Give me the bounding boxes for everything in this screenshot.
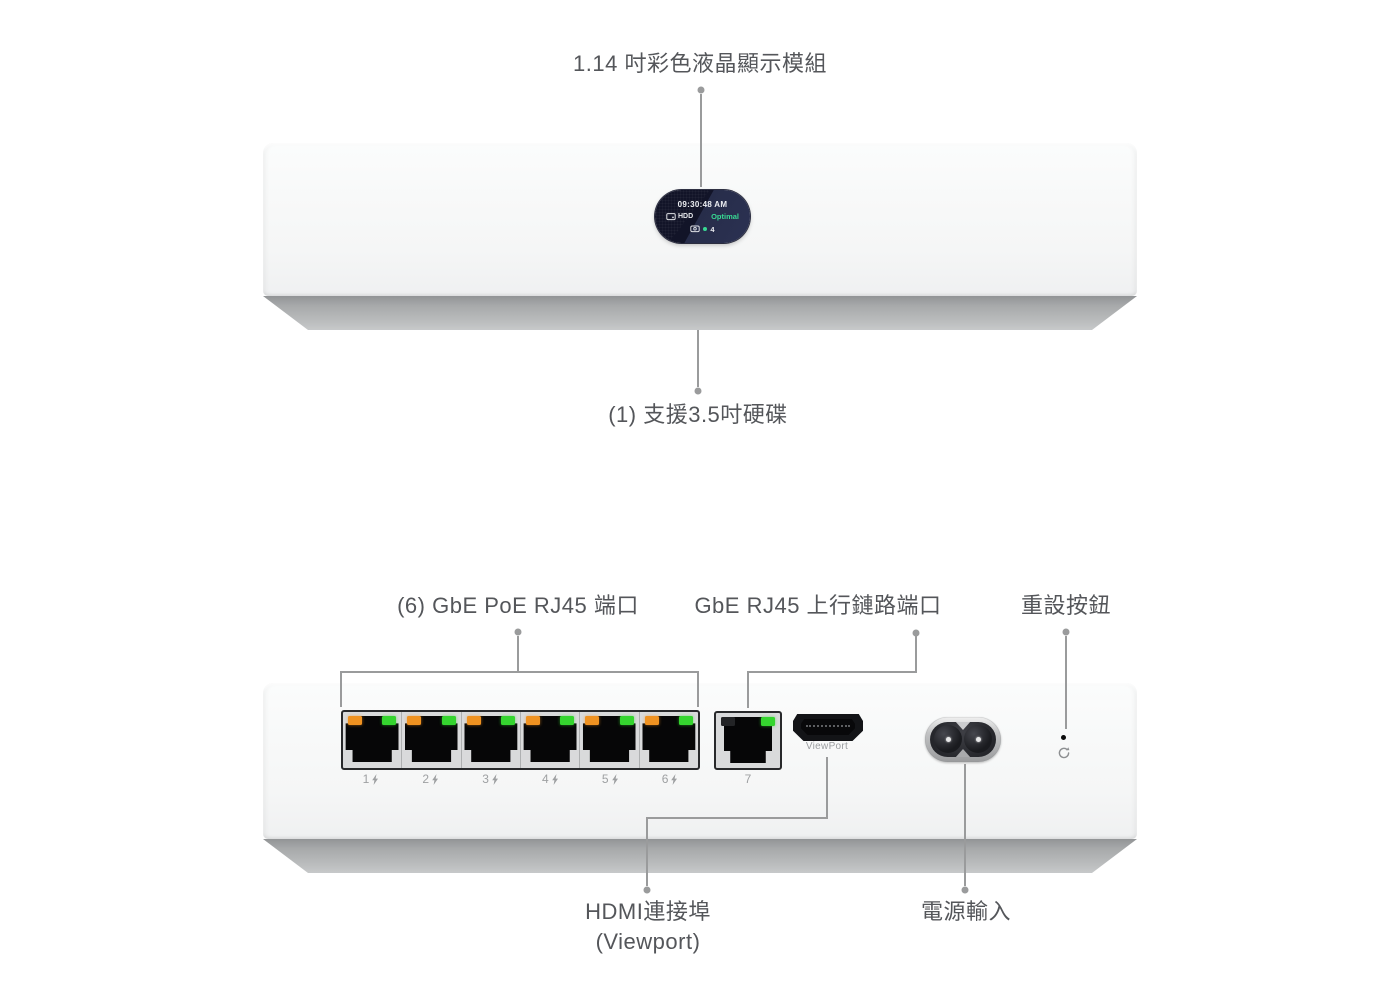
socket-notch-bottom <box>955 749 971 757</box>
label-uplink-port: GbE RJ45 上行鏈路端口 <box>694 593 942 618</box>
poe-bolt-icon <box>432 773 439 785</box>
port-number-7: 7 <box>744 772 752 786</box>
led-off <box>721 717 735 726</box>
lcd-camera-count: 4 <box>710 224 715 234</box>
label-lcd-module: 1.14 吋彩色液晶顯示模組 <box>573 51 827 76</box>
callout-dot-uplink <box>912 629 920 637</box>
led-orange <box>644 716 659 725</box>
led-green <box>761 717 775 726</box>
lcd-hdd-row: HDD Optimal <box>655 212 750 222</box>
led-orange <box>525 716 540 725</box>
poe-bolt-icon <box>372 773 379 785</box>
power-pin <box>975 736 981 742</box>
poe-bolt-icon <box>611 773 618 785</box>
camera-status-dot <box>703 227 708 231</box>
hdmi-slot <box>801 719 855 735</box>
callout-dot-hdmi <box>643 886 651 894</box>
port-number-5: 5 <box>580 772 640 786</box>
lcd-hdd-label: HDD <box>678 212 694 220</box>
callout-dot-poe <box>514 628 522 636</box>
label-hdmi-port: HDMI連接埠 (Viewport) <box>498 897 798 957</box>
led-orange <box>407 716 422 725</box>
poe-bolt-icon <box>671 773 678 785</box>
port-number-3: 3 <box>461 772 521 786</box>
reset-pinhole <box>1061 735 1066 740</box>
port-number-1: 1 <box>341 772 401 786</box>
label-hdd-bay: (1) 支援3.5吋硬碟 <box>608 402 788 427</box>
rj45-port-4 <box>521 712 581 768</box>
label-hdmi-line2: (Viewport) <box>595 929 701 954</box>
rj45-port-3 <box>462 712 521 768</box>
hdmi-pins <box>806 725 850 728</box>
led-green <box>441 716 456 725</box>
led-orange <box>348 716 362 725</box>
device-front-face: 09:30:48 AM HDD Optimal 4 <box>263 143 1137 296</box>
power-inlet <box>925 717 1001 762</box>
led-green <box>619 716 634 725</box>
rj45-port-1 <box>343 712 403 768</box>
camera-icon <box>690 225 701 233</box>
label-power-input: 電源輸入 <box>920 899 1011 924</box>
callout-dot-reset <box>1062 628 1070 636</box>
callout-dot-hdd <box>694 387 702 395</box>
device-front-base <box>263 296 1137 330</box>
port-number-4: 4 <box>520 772 580 786</box>
label-hdmi-line1: HDMI連接埠 <box>585 899 711 924</box>
lcd-display: 09:30:48 AM HDD Optimal 4 <box>655 190 750 243</box>
poe-bolt-icon <box>551 773 558 785</box>
lcd-hdd-status: Optimal <box>711 211 739 221</box>
device-rear-face: 1 2 3 4 5 6 <box>263 683 1137 839</box>
port-number-6: 6 <box>640 772 700 786</box>
lcd-camera-row: 4 <box>655 225 750 234</box>
rj45-port-5 <box>580 712 640 768</box>
rj45-port-2 <box>402 712 462 768</box>
socket-notch-top <box>955 722 971 730</box>
led-orange <box>466 716 481 725</box>
led-green <box>560 716 575 725</box>
callout-dot-lcd <box>697 86 705 94</box>
power-inlet-socket <box>930 722 996 757</box>
viewport-port-label: ViewPort <box>805 741 849 752</box>
reset-icon <box>1058 747 1070 759</box>
label-reset-button: 重設按鈕 <box>1020 593 1111 618</box>
uplink-port <box>714 711 782 770</box>
label-poe-ports: (6) GbE PoE RJ45 端口 <box>397 593 639 618</box>
callout-dot-power <box>961 886 969 894</box>
led-green <box>678 716 693 725</box>
poe-bolt-icon <box>492 773 498 785</box>
poe-port-numbers: 1 2 3 4 5 6 <box>341 772 700 786</box>
led-green <box>382 716 397 725</box>
port-number-2: 2 <box>401 772 461 786</box>
hdd-icon <box>666 213 676 221</box>
power-pin <box>945 736 951 742</box>
device-rear-base <box>263 839 1137 873</box>
led-green <box>500 716 515 725</box>
poe-port-group <box>341 710 700 770</box>
lcd-time: 09:30:48 AM <box>677 199 728 209</box>
led-orange <box>585 716 600 725</box>
hdmi-port <box>793 714 863 741</box>
rj45-port-6 <box>640 712 698 768</box>
